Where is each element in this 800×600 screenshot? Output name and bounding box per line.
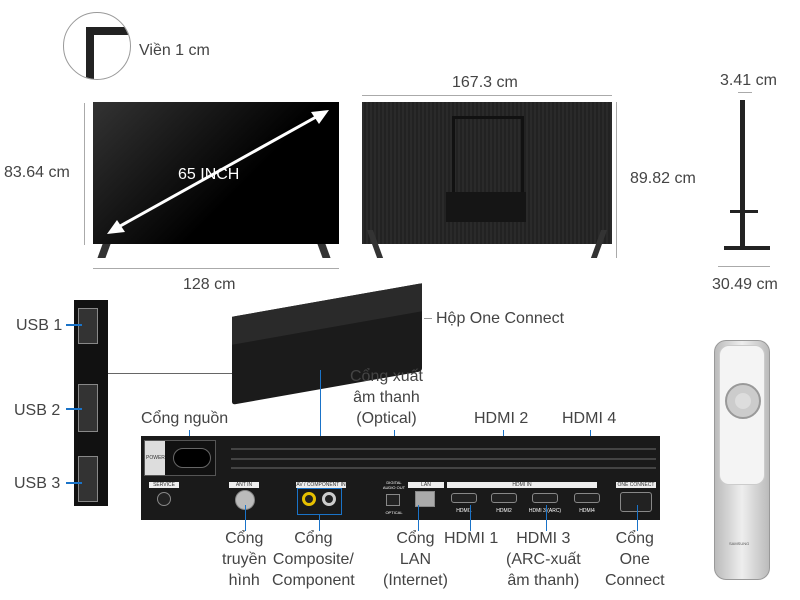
usb-1-label: USB 1 [16,317,63,334]
ant-panel-label: ANT IN [229,482,259,488]
hdmi1-panel-label: HDMI1 [456,508,472,514]
hdmi2-label: HDMI 2 [474,410,529,427]
one-connect-panel-label: ONE CONNECT [616,482,656,488]
antenna-label: Cổng truyền hình [222,530,267,589]
usb-2-label: USB 2 [14,402,61,419]
screen-size-label: 65 INCH [178,166,240,183]
tv-back [362,102,612,244]
hdmi2-port [491,493,517,503]
hdmi3-port [532,493,558,503]
bezel-label: Viền 1 cm [139,42,210,59]
hdmi3-panel-label: HDMI 3 (ARC) [528,508,562,514]
optical-panel-label: OPTICAL [385,510,403,515]
hdmi1-label: HDMI 1 [444,530,499,547]
usb-1-port [78,308,98,344]
tv-side [740,100,745,250]
hdmi4-panel-label: HDMI4 [579,508,595,514]
remote-control: SAMSUNG [714,340,770,580]
usb-3-port [78,456,98,502]
hdmi4-label: HDMI 4 [562,410,617,427]
lan-label: Cổng LAN (Internet) [383,530,448,589]
optical-port [386,494,400,506]
front-height-label: 83.64 cm [4,164,70,181]
av-panel-label: AV / COMPONENT IN [296,482,346,488]
connector-panel: POWER SERVICE ANT IN AV / COMPONENT IN D… [141,436,660,520]
hdmi-in-panel-label: HDMI IN [447,482,597,488]
diagonal-arrow [107,110,329,234]
power-port [173,448,211,468]
one-connect-box-label: Hộp One Connect [436,310,565,327]
one-connect-port [620,492,652,512]
digital-audio-panel-label: DIGITAL AUDIO OUT [382,480,406,490]
bezel-detail [63,12,131,80]
hdmi3-label: HDMI 3 (ARC-xuất âm thanh) [506,530,581,589]
optical-label: Cổng xuất âm thanh (Optical) [350,368,423,427]
remote-brand: SAMSUNG [729,541,750,546]
front-width-label: 128 cm [183,276,236,293]
composite-port [302,492,316,506]
power-panel-label: POWER [146,455,165,461]
hdmi4-port [574,493,600,503]
lan-port [415,491,435,507]
hdmi2-panel-label: HDMI2 [496,508,512,514]
hdmi1-port [451,493,477,503]
component-port [322,492,336,506]
back-height-label: 89.82 cm [630,170,696,187]
service-panel-label: SERVICE [149,482,179,488]
power-label: Cổng nguồn [141,410,229,427]
service-port [157,492,171,506]
lan-panel-label: LAN [408,482,444,488]
side-depth-label: 3.41 cm [720,72,777,89]
one-connect-port-label: Cổng One Connect [605,530,665,589]
composite-label: Cổng Composite/ Component [272,530,355,589]
usb-3-label: USB 3 [14,475,61,492]
back-width-label: 167.3 cm [452,74,518,91]
stand-depth-label: 30.49 cm [712,276,778,293]
